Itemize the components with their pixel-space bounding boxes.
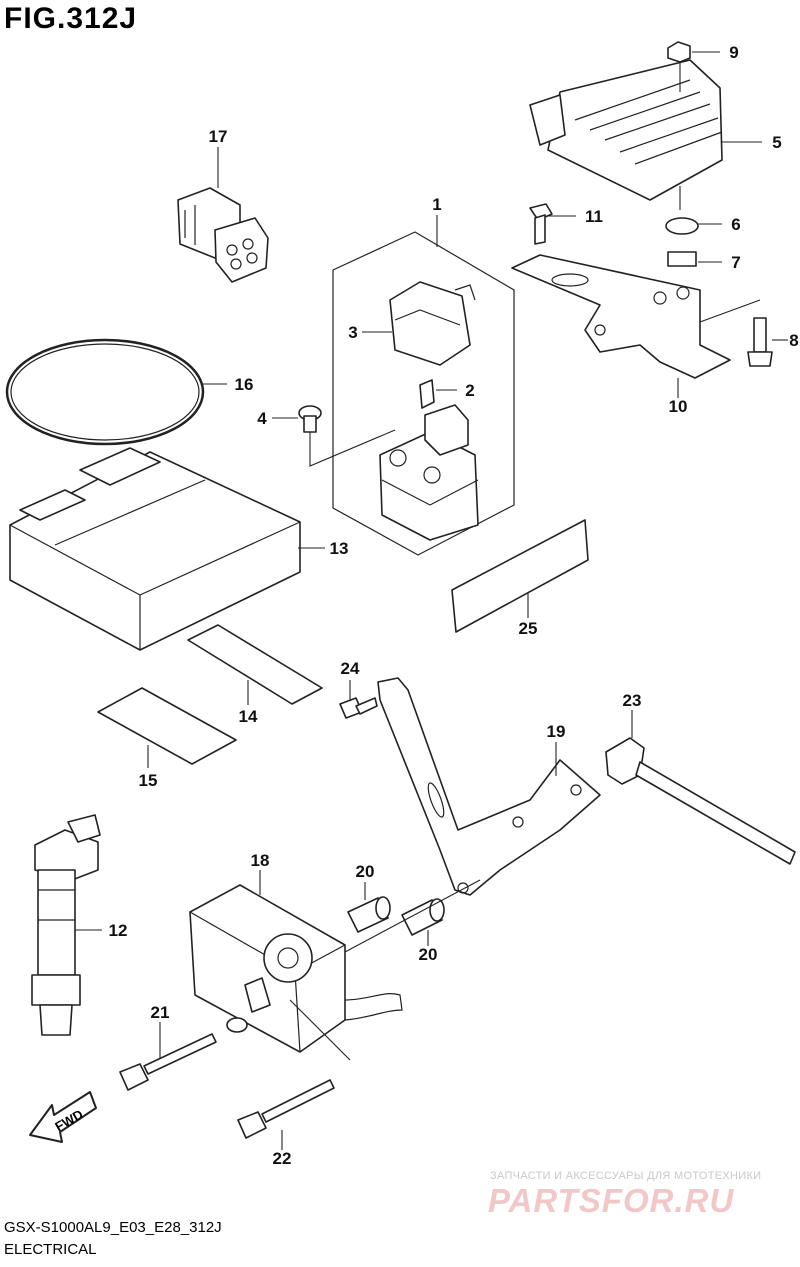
callout-4[interactable]: 4 xyxy=(257,409,267,428)
figure-title: FIG.312J xyxy=(4,2,138,35)
part-15-pad[interactable] xyxy=(97,687,237,765)
part-17-connector[interactable] xyxy=(177,187,269,283)
watermark-brand: PARTSFOR.RU xyxy=(488,1182,735,1219)
part-11-bolt[interactable] xyxy=(529,203,553,245)
callout-14[interactable]: 14 xyxy=(239,707,258,726)
callout-13[interactable]: 13 xyxy=(330,539,349,558)
leader-4-to-relay xyxy=(309,429,396,467)
part-18-sensor[interactable] xyxy=(189,884,403,1053)
part-10-bracket[interactable] xyxy=(511,254,731,379)
callout-12[interactable]: 12 xyxy=(109,921,128,940)
callout-18[interactable]: 18 xyxy=(251,851,270,870)
part-24-bolt[interactable] xyxy=(339,697,378,719)
part-1-starter-relay[interactable] xyxy=(379,404,479,541)
part-23-cable-tie[interactable] xyxy=(605,737,796,865)
part-4-screw[interactable] xyxy=(298,405,322,433)
callout-3[interactable]: 3 xyxy=(348,323,357,342)
part-1-group-box xyxy=(332,231,515,556)
part-3-cover[interactable] xyxy=(389,281,476,366)
callout-8[interactable]: 8 xyxy=(789,331,798,350)
part-16-inner-edge xyxy=(10,343,200,441)
part-7-grommet[interactable] xyxy=(667,251,697,267)
callout-1[interactable]: 1 xyxy=(432,195,441,214)
part-5-regulator[interactable] xyxy=(529,59,723,201)
callout-19[interactable]: 19 xyxy=(547,722,566,741)
section-name: ELECTRICAL xyxy=(4,1241,97,1258)
part-21-bolt[interactable] xyxy=(119,1033,217,1091)
callout-6[interactable]: 6 xyxy=(731,215,740,234)
part-16-seal-ring[interactable] xyxy=(5,338,205,446)
callout-20a[interactable]: 20 xyxy=(356,862,375,881)
part-20-spacer-a[interactable] xyxy=(347,896,391,933)
part-6-collar[interactable] xyxy=(665,217,699,235)
watermark-tagline: ЗАПЧАСТИ И АКСЕССУАРЫ ДЛЯ МОТОТЕХНИКИ xyxy=(490,1170,762,1182)
callout-23[interactable]: 23 xyxy=(623,691,642,710)
part-19-bracket[interactable] xyxy=(377,677,601,896)
guide-line-sensor xyxy=(289,999,351,1061)
callout-11[interactable]: 11 xyxy=(585,207,603,226)
callout-24[interactable]: 24 xyxy=(341,659,360,678)
fwd-arrow: FWD xyxy=(29,1091,97,1143)
part-25-label[interactable] xyxy=(451,519,589,633)
part-14-pad[interactable] xyxy=(187,624,323,705)
part-22-bolt[interactable] xyxy=(237,1079,335,1139)
part-12-ignition-coil[interactable] xyxy=(31,814,101,1036)
callout-9[interactable]: 9 xyxy=(729,43,738,62)
callout-5[interactable]: 5 xyxy=(772,133,781,152)
callout-21[interactable]: 21 xyxy=(151,1003,170,1022)
callout-22[interactable]: 22 xyxy=(273,1149,292,1168)
part-2-fuse[interactable] xyxy=(419,379,435,409)
callout-7[interactable]: 7 xyxy=(731,253,740,272)
callout-17[interactable]: 17 xyxy=(209,127,228,146)
model-code: GSX-S1000AL9_E03_E28_312J xyxy=(4,1219,222,1236)
callout-10[interactable]: 10 xyxy=(669,397,688,416)
callout-15[interactable]: 15 xyxy=(139,771,158,790)
part-8-bolt[interactable] xyxy=(747,317,773,367)
leader-8-dash xyxy=(699,299,761,323)
callout-20b[interactable]: 20 xyxy=(419,945,438,964)
guide-line-spacers xyxy=(329,879,481,961)
part-20-spacer-b[interactable] xyxy=(401,898,445,936)
part-9-nut[interactable] xyxy=(667,41,691,63)
part-13-ecm[interactable] xyxy=(9,447,301,651)
callout-25[interactable]: 25 xyxy=(519,619,538,638)
callout-2[interactable]: 2 xyxy=(465,381,474,400)
callout-16[interactable]: 16 xyxy=(235,375,254,394)
